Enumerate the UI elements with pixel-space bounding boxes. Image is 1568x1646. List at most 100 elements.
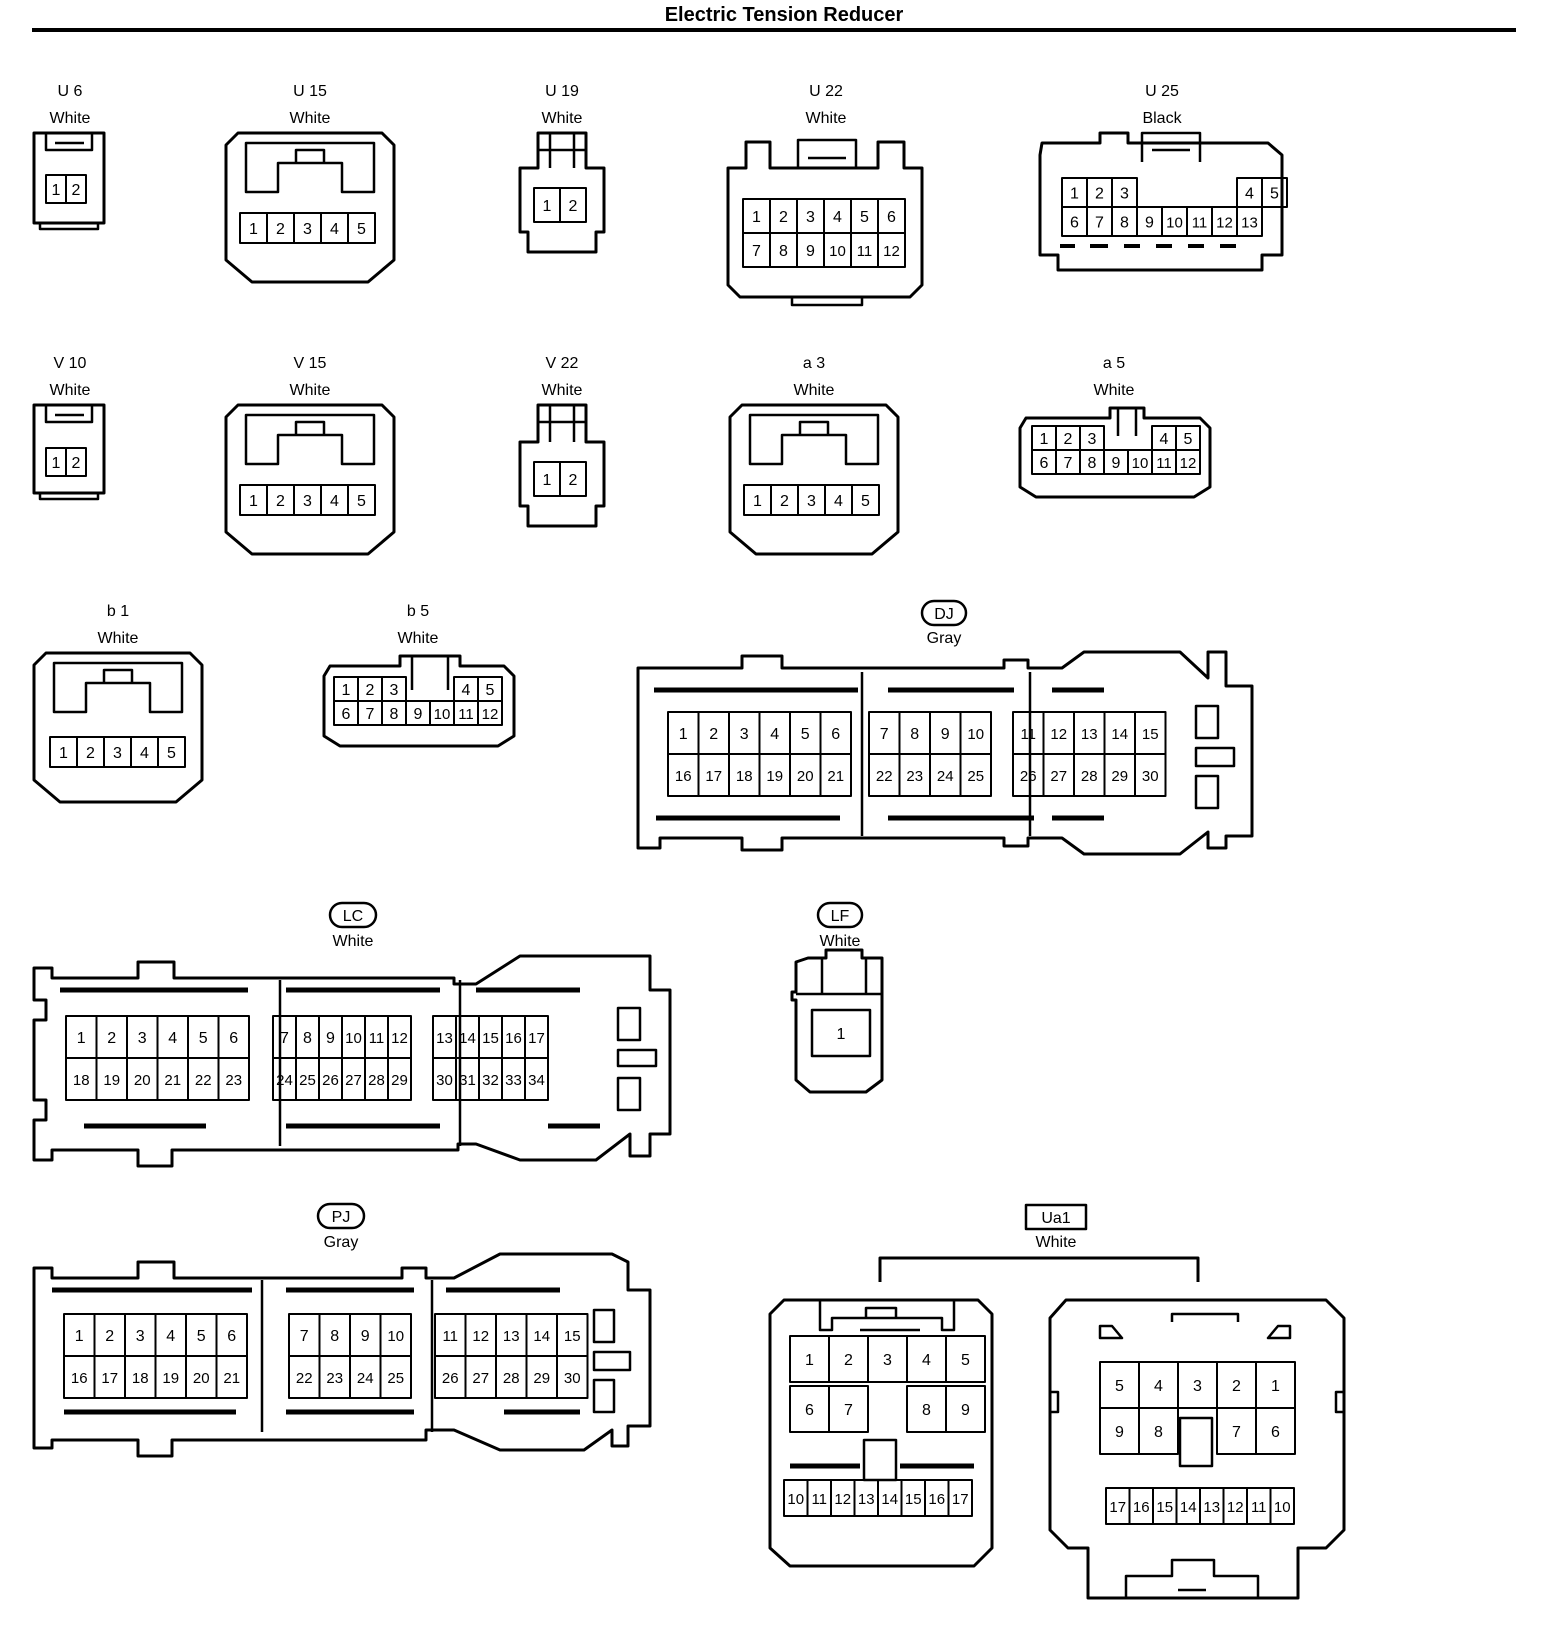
pin-number: 26: [442, 1370, 459, 1387]
latch: [44, 133, 94, 152]
pin-cell: [945, 1335, 986, 1383]
connector-housing: [726, 140, 924, 299]
pin-number: 2: [569, 198, 578, 215]
pin-number: 10: [1274, 1499, 1291, 1516]
pin-number: 5: [961, 1352, 970, 1369]
pin-number: 11: [857, 243, 873, 260]
pin-number: 7: [844, 1402, 853, 1419]
pin-number: 22: [296, 1370, 313, 1387]
pin-number: 6: [887, 209, 896, 226]
pin-number: 8: [330, 1328, 339, 1345]
connector-foot: [790, 297, 864, 307]
pin-number: 2: [366, 682, 375, 699]
pin-cell: [477, 700, 503, 726]
pin-number: 1: [75, 1328, 84, 1345]
pin-number: 15: [482, 1030, 499, 1047]
pin-number: 7: [880, 726, 889, 743]
pin-cell: [65, 174, 87, 204]
pin-number: 12: [883, 243, 900, 260]
pin-number: 13: [436, 1030, 453, 1047]
pin-number: 11: [1251, 1499, 1267, 1516]
pin-number: 20: [134, 1072, 151, 1089]
latch: [244, 141, 376, 194]
pin-number: 14: [459, 1030, 476, 1047]
bracket: [878, 1256, 1200, 1282]
latch: [796, 958, 882, 996]
pin-number: 5: [861, 493, 870, 510]
pin-number: 12: [1180, 455, 1197, 472]
pin-number: 1: [753, 493, 762, 510]
color-label: White: [333, 933, 374, 950]
pin-number: 4: [462, 682, 471, 699]
pin-cell: [819, 753, 852, 797]
pin-number: 1: [52, 182, 61, 199]
pin-number: 5: [486, 682, 495, 699]
pin-number: 7: [300, 1328, 309, 1345]
pin-number: 1: [543, 472, 552, 489]
pin-number: 7: [752, 243, 761, 260]
pin-cell: [947, 1479, 973, 1517]
pin-number: 24: [937, 768, 954, 785]
code-label: V 15: [294, 355, 327, 372]
pin-number: 16: [1133, 1499, 1150, 1516]
code-label: b 1: [107, 603, 129, 620]
connector-housing: [32, 403, 106, 495]
pin-number: 4: [168, 1030, 177, 1047]
pin-number: 11: [458, 706, 474, 723]
pin-number: 25: [387, 1370, 404, 1387]
connector-housing: [32, 1252, 652, 1458]
pin-number: 7: [1232, 1424, 1241, 1441]
pin-number: 8: [1120, 215, 1129, 232]
connector-housing: [1018, 406, 1212, 499]
color-label: White: [820, 933, 861, 950]
code-label: b 5: [407, 603, 429, 620]
pin-number: 27: [1050, 768, 1067, 785]
pin-number: 3: [1193, 1378, 1202, 1395]
latch: [538, 405, 586, 442]
latch: [1140, 131, 1202, 162]
color-label: Gray: [927, 630, 962, 647]
color-label: Gray: [324, 1234, 359, 1251]
pin-number: 6: [1271, 1424, 1280, 1441]
pin-number: 14: [1111, 726, 1128, 743]
pin-number: 10: [387, 1328, 404, 1345]
pin-number: 2: [569, 472, 578, 489]
pin-number: 2: [779, 209, 788, 226]
pin-number: 3: [883, 1352, 892, 1369]
pin-number: 2: [105, 1328, 114, 1345]
pin-number: 12: [391, 1030, 408, 1047]
pin-number: 16: [505, 1030, 522, 1047]
code-badge: [316, 1202, 366, 1230]
pin-number: 5: [199, 1030, 208, 1047]
connector-housing: [518, 403, 606, 528]
connector-housing: [224, 403, 396, 556]
pin-number: 3: [1120, 186, 1129, 203]
pin-number: 8: [303, 1030, 312, 1047]
color-label: White: [1094, 382, 1135, 399]
key: [1178, 1416, 1214, 1468]
pin-number: 15: [905, 1491, 922, 1508]
code-label: DJ: [934, 606, 954, 623]
pin-cell: [877, 232, 906, 268]
pin-number: 6: [227, 1328, 236, 1345]
pin-number: 7: [1064, 455, 1073, 472]
side-slots: [1194, 704, 1236, 810]
pin-number: 29: [391, 1072, 408, 1089]
pin-number: 5: [197, 1328, 206, 1345]
pin-cell: [959, 753, 992, 797]
code-label: a 3: [803, 355, 825, 372]
pin-cell: [559, 187, 587, 223]
pin-number: 9: [1115, 1424, 1124, 1441]
color-label: White: [542, 382, 583, 399]
pin-number: 12: [1050, 726, 1067, 743]
pin-number: 29: [533, 1370, 550, 1387]
